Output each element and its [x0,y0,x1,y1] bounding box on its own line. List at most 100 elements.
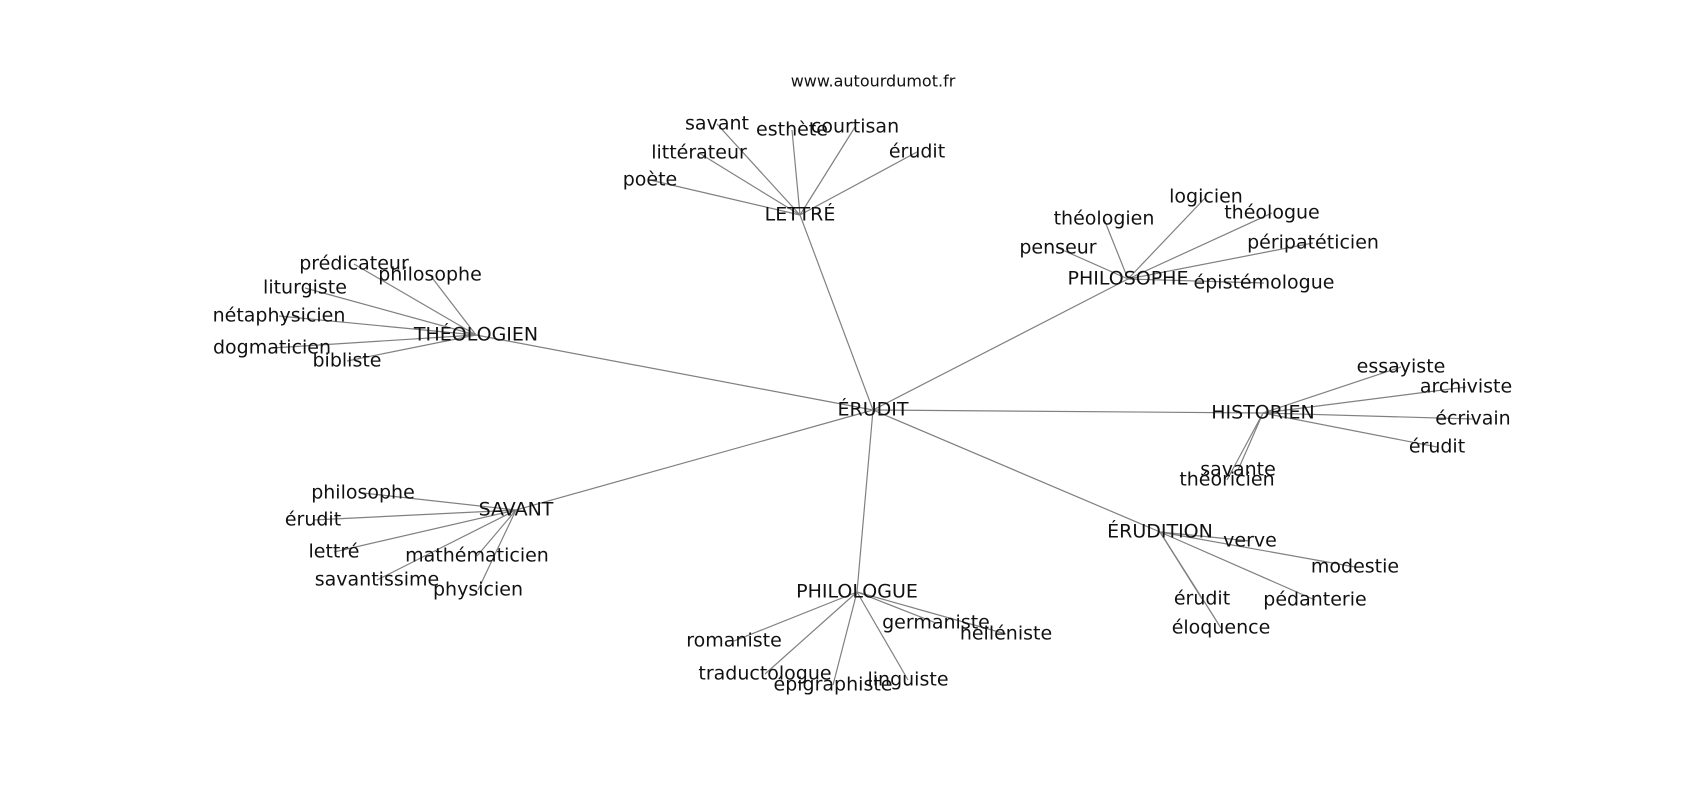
leaf-node: dogmaticien [213,337,331,359]
leaf-node: esthète [756,119,828,141]
leaf-node: prédicateur [299,253,409,275]
edge-hub-to-leaf [799,151,918,216]
edge-hub-to-leaf [1159,531,1251,542]
leaf-node: épigraphiste [774,674,893,696]
leaf-node: savante [1200,459,1276,481]
graph-edges [271,123,1474,686]
edge-center-to-hub [872,409,1264,414]
leaf-node: mathématicien [405,545,549,567]
edge-hub-to-leaf [376,509,517,581]
edge-hub-to-leaf [1127,212,1273,280]
leaf-node: logicien [1169,186,1243,208]
leaf-node: essayiste [1357,356,1446,378]
edge-center-to-hub [475,334,874,411]
hub-node: HISTORIEN [1211,402,1315,424]
leaf-node: germaniste [882,612,990,634]
leaf-node: bibliste [313,350,382,372]
leaf-node: verve [1223,530,1277,552]
hub-node: LETTRÉ [765,203,836,226]
leaf-node: philosophe [311,482,415,504]
edge-hub-to-leaf [1127,196,1207,280]
edge-center-to-hub [856,409,874,593]
leaf-node: philosophe [378,264,482,286]
graph-labels: www.autourdumot.fr ÉRUDIT savant esthètec… [213,72,1513,696]
edge-hub-to-leaf [362,492,517,511]
edge-hub-to-leaf [1237,412,1264,471]
edge-hub-to-leaf [698,152,801,216]
edge-hub-to-leaf [304,287,477,336]
leaf-node: lettré [309,541,360,563]
leaf-node: nétaphysicien [213,305,346,327]
leaf-node: écrivain [1435,408,1510,430]
leaf-node: modestie [1311,556,1399,578]
hub-node: PHILOLOGUE [796,581,918,603]
edge-hub-to-leaf [856,591,909,681]
leaf-node: poète [623,169,678,191]
leaf-node: traductologue [698,663,831,685]
center-node: ÉRUDIT [838,398,909,421]
edge-hub-to-leaf [832,591,858,686]
edge-hub-to-leaf [353,263,477,336]
hub-node: THÉOLOGIEN [413,323,538,346]
leaf-node: érudit [1174,588,1230,610]
edge-hub-to-leaf [1057,247,1129,280]
leaf-node: savantissime [315,569,439,591]
edge-hub-to-leaf [346,334,477,362]
edge-center-to-hub [515,409,874,511]
edge-hub-to-leaf [733,591,858,642]
edge-hub-to-leaf [477,509,517,591]
leaf-node: péripatéticien [1247,232,1379,254]
edge-hub-to-leaf [1262,412,1438,448]
site-url: www.autourdumot.fr [791,72,956,91]
edge-hub-to-leaf [312,509,517,521]
edge-hub-to-leaf [278,315,477,336]
leaf-node: archiviste [1420,376,1512,398]
hub-node: SAVANT [479,499,554,521]
edge-hub-to-leaf [429,274,477,336]
leaf-node: théologue [1224,202,1320,224]
leaf-node: liturgiste [263,277,347,299]
leaf-node: romaniste [686,630,782,652]
leaf-node: physicien [433,579,523,601]
edge-hub-to-leaf [856,591,937,624]
edge-hub-to-leaf [1262,412,1474,420]
edge-hub-to-leaf [1127,242,1314,280]
edge-center-to-hub [872,278,1129,411]
edge-hub-to-leaf [476,509,517,557]
edge-center-to-hub [799,214,874,411]
leaf-node: théologien [1054,208,1155,230]
edge-hub-to-leaf [856,591,1007,635]
leaf-node: érudit [285,509,341,531]
edge-hub-to-leaf [1159,531,1222,629]
leaf-node: courtisan [811,116,899,138]
leaf-node: littérateur [651,142,747,164]
leaf-node: linguiste [867,669,948,691]
leaf-node: savant [685,113,749,135]
edge-center-to-hub [872,409,1161,533]
edge-hub-to-leaf [1159,531,1356,568]
edge-hub-to-leaf [1262,366,1402,414]
edge-hub-to-leaf [1103,218,1129,280]
edge-hub-to-leaf [333,509,517,553]
edge-hub-to-leaf [271,334,477,349]
leaf-node: théoricien [1179,469,1274,491]
edge-hub-to-leaf [1226,412,1264,481]
leaf-node: éloquence [1172,617,1271,639]
hub-node: ÉRUDITION [1107,520,1213,543]
leaf-node: épistémologue [1194,272,1335,294]
leaf-node: pédanterie [1263,589,1366,611]
leaf-node: érudit [889,141,945,163]
hub-node: PHILOSOPHE [1068,268,1189,290]
leaf-node: érudit [1409,436,1465,458]
edge-hub-to-leaf [1127,278,1265,284]
edge-hub-to-leaf [1159,531,1316,601]
leaf-node: helléniste [960,623,1052,645]
edge-hub-to-leaf [716,123,801,216]
edge-hub-to-leaf [799,126,856,216]
edge-hub-to-leaf [791,129,801,216]
edge-hub-to-leaf [764,591,858,675]
edge-hub-to-leaf [649,179,801,216]
edge-hub-to-leaf [1262,386,1467,414]
leaf-node: penseur [1019,237,1096,259]
